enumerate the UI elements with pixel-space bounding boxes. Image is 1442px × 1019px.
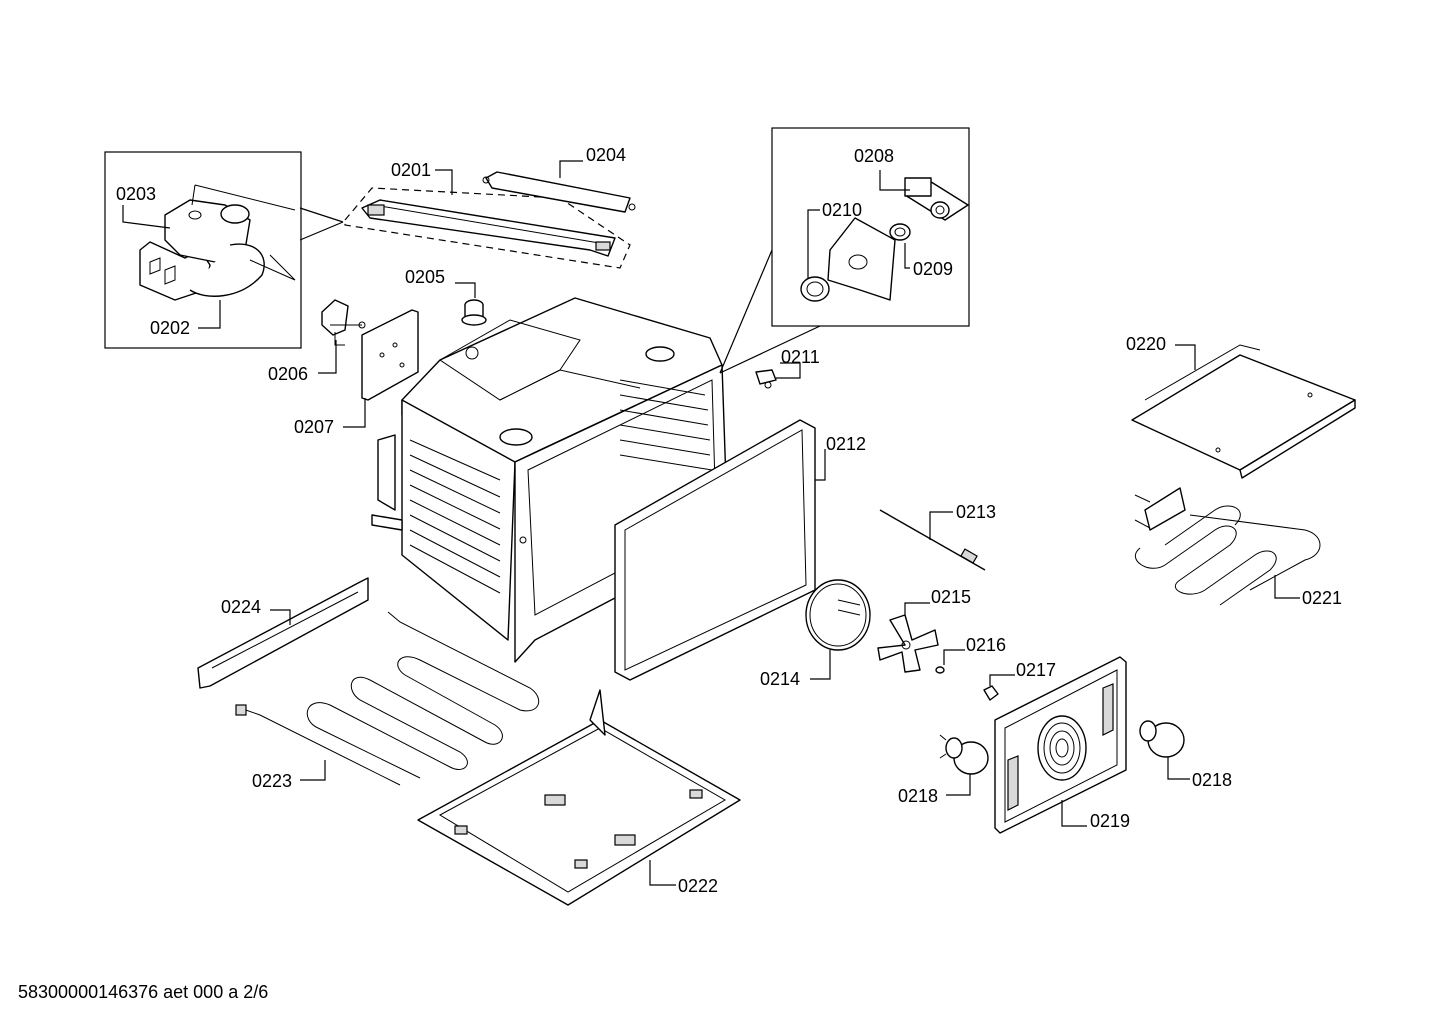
label-0202: 0202 <box>150 318 190 338</box>
leader-0210 <box>807 209 820 278</box>
label-0205: 0205 <box>405 267 445 287</box>
label-0218-left: 0218 <box>898 786 938 806</box>
leader-0215 <box>904 602 930 615</box>
leader-0219 <box>1061 800 1087 827</box>
leader-0213 <box>929 511 953 540</box>
part-0208-sensor <box>904 177 969 221</box>
leader-0224 <box>270 609 291 625</box>
leader-0207 <box>343 398 366 428</box>
part-0215-fan <box>877 614 939 673</box>
label-0218-right: 0218 <box>1192 770 1232 790</box>
label-0206: 0206 <box>268 364 308 384</box>
leader-0222 <box>649 860 676 886</box>
label-0208: 0208 <box>854 146 894 166</box>
leader-0221 <box>1274 575 1300 599</box>
leader-0201 <box>435 169 453 195</box>
part-0206-clip <box>321 299 366 346</box>
leader-0218b <box>1167 757 1190 780</box>
leader-0203 <box>122 205 171 229</box>
label-0214: 0214 <box>760 669 800 689</box>
label-0217: 0217 <box>1016 660 1056 680</box>
part-0221-heater-top <box>1134 487 1321 606</box>
leader-0217 <box>989 674 1015 686</box>
label-0210: 0210 <box>822 200 862 220</box>
leader-0209 <box>904 243 910 269</box>
part-0217-cap <box>983 685 999 701</box>
leader-0214 <box>810 650 831 680</box>
part-0205-socket <box>461 299 487 326</box>
label-0204: 0204 <box>586 145 626 165</box>
detail-box-sensor <box>719 127 970 374</box>
label-0201: 0201 <box>391 160 431 180</box>
label-0220: 0220 <box>1126 334 1166 354</box>
label-0215: 0215 <box>931 587 971 607</box>
part-0211-connector <box>755 369 777 389</box>
label-0223: 0223 <box>252 771 292 791</box>
label-0212: 0212 <box>826 434 866 454</box>
leader-0204 <box>559 160 583 178</box>
part-oven-cavity <box>371 297 729 663</box>
leader-0223 <box>300 760 326 781</box>
leader-0212 <box>815 449 826 481</box>
leader-0202 <box>198 300 221 329</box>
part-0218-lamp-left <box>939 734 989 775</box>
leader-0211 <box>776 362 801 379</box>
part-0219-back-panel <box>994 656 1127 834</box>
label-0211: 0211 <box>781 347 820 367</box>
part-0207-plate <box>361 309 419 401</box>
detail-box-fan-motor <box>104 151 344 349</box>
part-0223-heater-bottom <box>235 611 540 786</box>
label-0216: 0216 <box>966 635 1006 655</box>
label-0222: 0222 <box>678 876 718 896</box>
label-0209: 0209 <box>913 259 953 279</box>
label-0221: 0221 <box>1302 588 1342 608</box>
part-0214-ring <box>805 579 871 651</box>
label-0207: 0207 <box>294 417 334 437</box>
leader-0216 <box>943 649 965 665</box>
label-0203: 0203 <box>116 184 156 204</box>
part-0218-lamp-right <box>1139 720 1185 758</box>
leader-0218a <box>946 774 971 796</box>
part-0220-tray <box>1131 344 1356 479</box>
leader-0208 <box>879 170 910 191</box>
part-0213-rod <box>879 509 986 571</box>
part-0204-strip <box>482 171 636 213</box>
leader-0206 <box>318 340 337 374</box>
part-0224-rail <box>197 577 369 689</box>
label-0219: 0219 <box>1090 811 1130 831</box>
leader-0220 <box>1175 344 1196 370</box>
footer-document-code: 58300000146376 aet 000 a 2/6 <box>18 982 268 1002</box>
part-0216-nut <box>935 666 945 674</box>
leader-0205 <box>455 282 476 298</box>
label-0213: 0213 <box>956 502 996 522</box>
part-0222-bottom-tray <box>417 689 741 906</box>
part-0210-gasket <box>800 217 896 302</box>
part-0209-washer <box>889 223 911 241</box>
part-0201-rail <box>344 187 631 269</box>
label-0224: 0224 <box>221 597 261 617</box>
part-0203-motor <box>139 184 296 301</box>
